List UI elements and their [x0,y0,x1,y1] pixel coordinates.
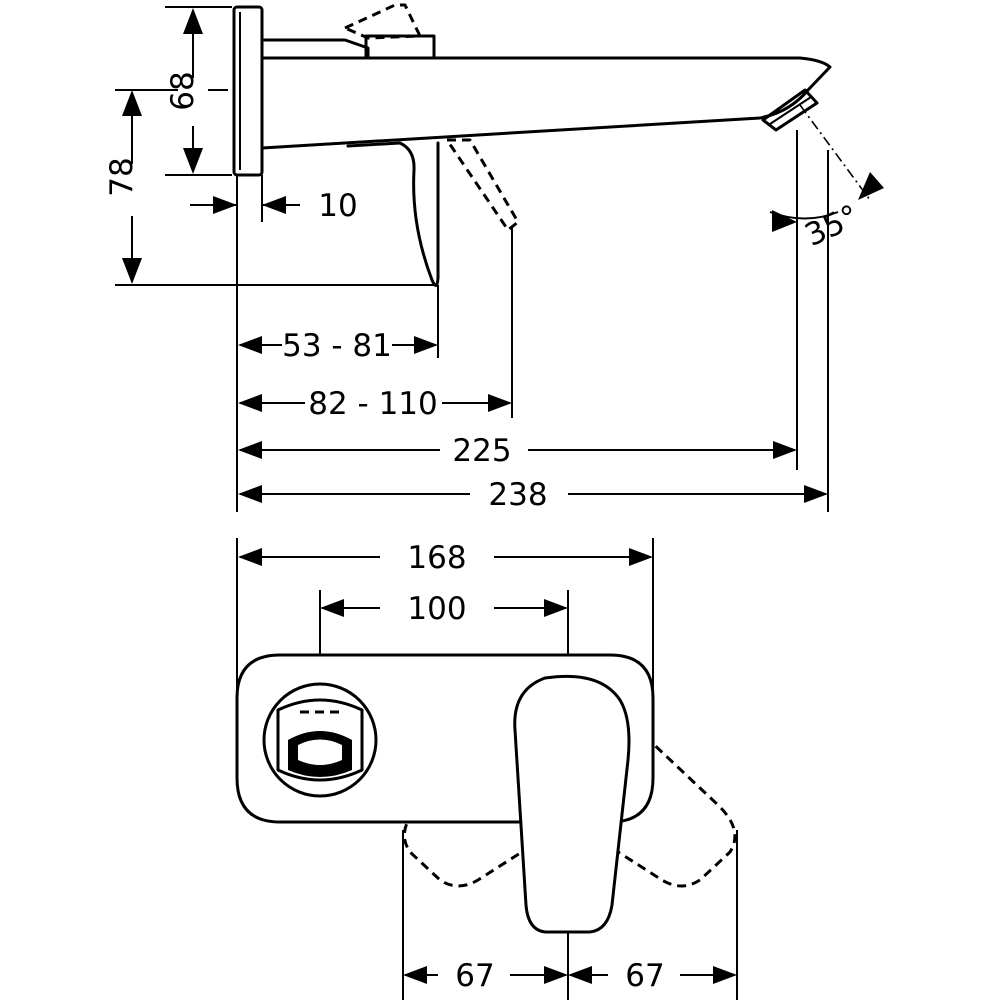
handle-side [346,141,440,287]
handle-front [513,674,631,934]
aerator-line [769,96,812,125]
dim-100-arrow-right [544,599,568,617]
dim-68-arrow-top [183,8,203,34]
spout-outlet-inner [276,698,364,782]
handle-side-alt-position [445,138,520,232]
mounting-collar [260,38,370,60]
dim-10-arrow-right [262,196,286,214]
dim-100-arrow-left [320,599,344,617]
dim-53-81-arrow-left [238,336,262,354]
dim-100-label: 100 [407,591,466,627]
wall-plate-side [232,5,264,177]
dim-67-left-arrow-left [403,966,427,984]
dim-67-right-arrow-left [568,966,592,984]
lever-top [364,34,436,60]
dim-67-right-label: 67 [625,958,664,994]
angle-centerline [799,104,871,201]
handle-swing-right [610,703,737,888]
dim-53-81-arrow-right [414,336,438,354]
dim-225-label: 225 [452,433,511,469]
dim-35-arrow-left [772,210,797,232]
dim-10-arrow-left [213,196,237,214]
dim-82-110-arrow-left [238,394,262,412]
dim-67-left-arrow-right [544,966,568,984]
dim-68-label: 68 [165,71,201,110]
dim-225-arrow-left [238,441,262,459]
dim-78-arrow-bottom [122,258,142,284]
dim-238-arrow-left [238,485,262,503]
dim-78-label: 78 [104,157,140,196]
dim-225-arrow-right [773,441,797,459]
lever-top-alt-position [343,3,422,40]
dim-53-81-label: 53 - 81 [282,328,392,364]
dim-10-label: 10 [318,188,357,224]
front-view: 168 100 67 67 [235,538,738,1000]
aerator [761,88,819,132]
dim-82-110-arrow-right [488,394,512,412]
spout-outlet-ring [262,682,378,798]
spout-body [260,56,832,150]
dim-238-arrow-right [804,485,828,503]
dim-238-label: 238 [488,477,547,513]
dim-67-right-arrow-right [713,966,737,984]
dim-78-arrow-top [122,90,142,116]
dim-168-arrow-left [238,548,262,566]
dim-168-label: 168 [407,540,466,576]
side-view: 68 78 10 35° 53 - 81 82 - 110 [104,3,884,513]
dim-68-arrow-bottom [183,148,203,174]
dim-67-left-label: 67 [455,958,494,994]
dim-35-label: 35° [799,198,864,254]
dim-82-110-label: 82 - 110 [308,386,438,422]
dim-35-arrow-right [858,172,884,200]
dim-168-arrow-right [629,548,653,566]
